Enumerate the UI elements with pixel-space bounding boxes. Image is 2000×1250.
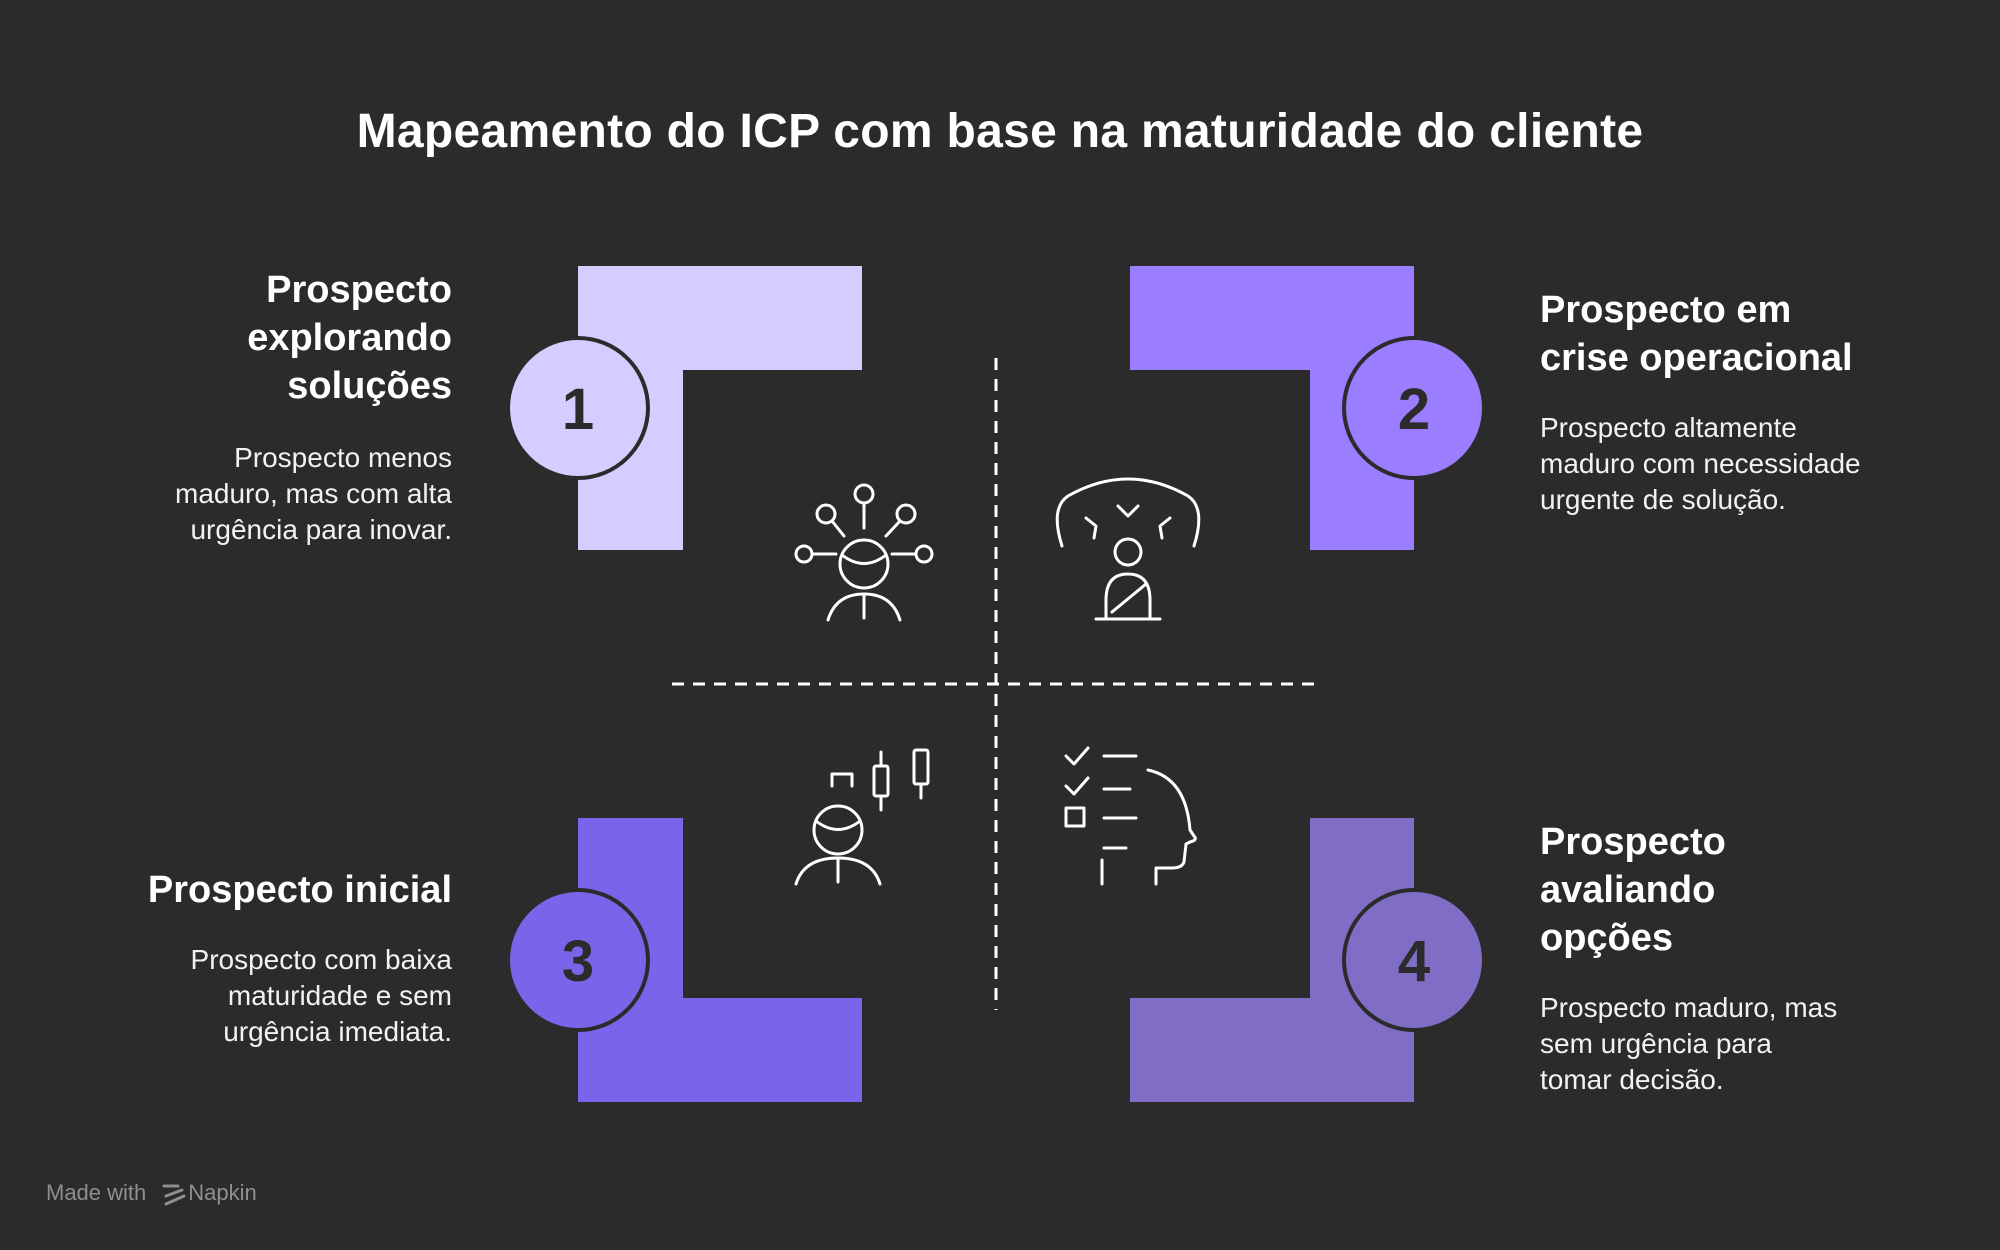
page-title: Mapeamento do ICP com base na maturidade…	[356, 105, 1644, 158]
badge-4-number: 4	[1398, 929, 1430, 994]
person-under-pressure-icon	[1055, 477, 1201, 621]
badge-3: 3	[506, 888, 650, 1032]
footer-brand: Napkin	[188, 1180, 257, 1205]
badge-1: 1	[506, 336, 650, 480]
head-with-checklist-icon	[1064, 746, 1197, 886]
badge-2-number: 2	[1398, 377, 1430, 442]
badge-4: 4	[1342, 888, 1486, 1032]
quadrant-3-heading: Prospecto inicial	[147, 869, 452, 911]
quadrant-4-shape	[1130, 818, 1414, 1102]
footer-watermark: Made with Napkin	[46, 1180, 257, 1206]
quadrant-1-heading: Prospecto explorando soluções	[247, 269, 452, 407]
quadrant-3-description: Prospecto com baixa maturidade e sem urg…	[190, 944, 452, 1047]
napkin-logo-icon	[162, 1184, 186, 1206]
badge-2: 2	[1342, 336, 1486, 480]
person-exploring-options-icon	[794, 483, 934, 622]
quadrant-2-heading: Prospecto em crise operacional	[1540, 289, 1853, 379]
footer-made-with: Made with	[46, 1180, 147, 1205]
quadrant-2-shape	[1130, 266, 1414, 550]
badge-3-number: 3	[562, 929, 594, 994]
quadrant-2-description: Prospecto altamente maduro com necessida…	[1540, 412, 1861, 515]
person-with-stock-chart-icon	[794, 748, 930, 886]
quadrant-4-heading: Prospecto avaliando opções	[1540, 821, 1726, 959]
quadrant-1-description: Prospecto menos maduro, mas com alta urg…	[175, 442, 452, 545]
badge-1-number: 1	[562, 377, 594, 442]
quadrant-3-shape	[578, 818, 862, 1102]
quadrant-1-shape	[578, 266, 862, 550]
quadrant-4-description: Prospecto maduro, mas sem urgência para …	[1540, 992, 1838, 1095]
